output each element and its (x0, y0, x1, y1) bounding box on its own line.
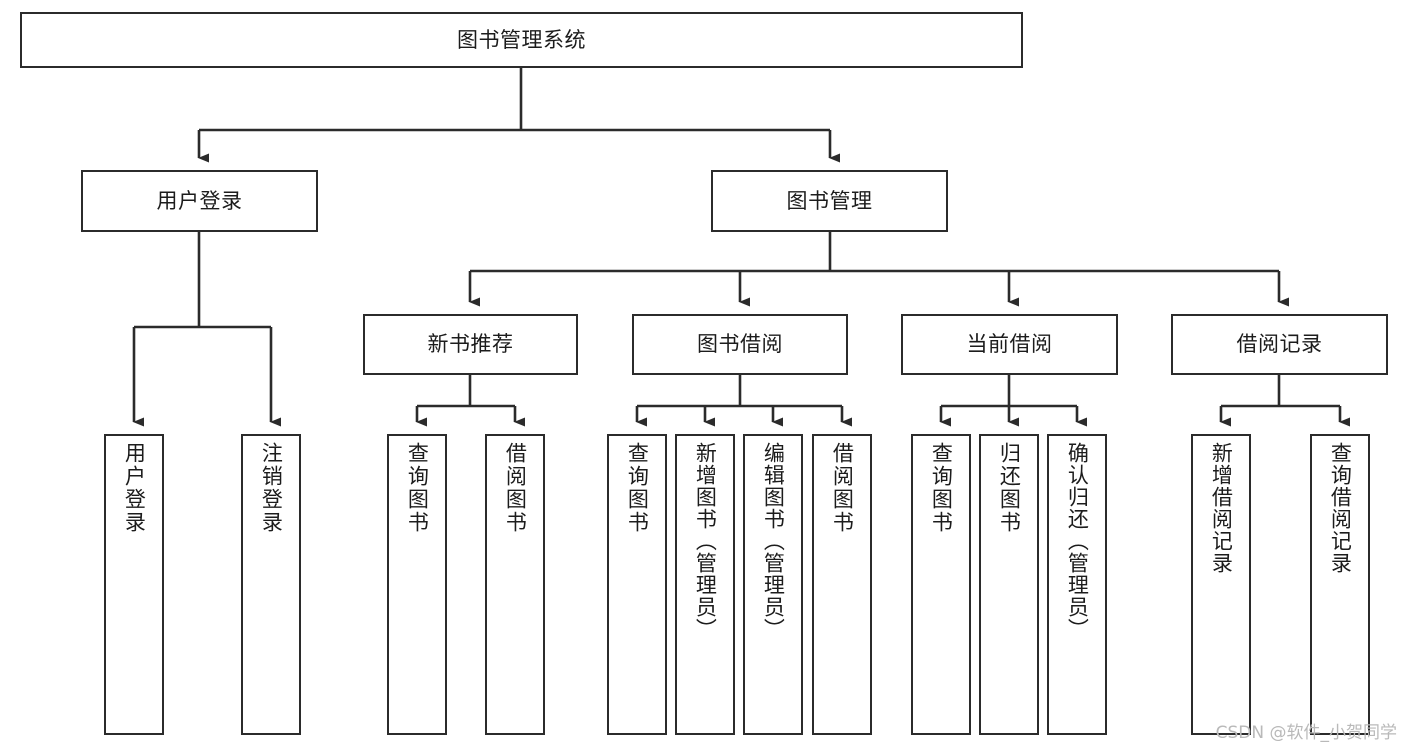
node-leaf-borrow-book-2-label: 借阅图书 (830, 442, 855, 534)
node-book-borrow-label: 图书借阅 (697, 332, 783, 357)
node-current-borrow[interactable]: 当前借阅 (901, 314, 1118, 375)
node-book-management[interactable]: 图书管理 (711, 170, 948, 232)
node-leaf-borrow-book-1-label: 借阅图书 (503, 442, 528, 534)
node-leaf-borrow-book-1[interactable]: 借阅图书 (485, 434, 545, 735)
node-leaf-return-book[interactable]: 归还图书 (979, 434, 1039, 735)
node-leaf-user-login[interactable]: 用户登录 (104, 434, 164, 735)
node-root-label: 图书管理系统 (457, 27, 586, 52)
node-leaf-confirm-return[interactable]: 确认归还（管理员） (1047, 434, 1107, 735)
node-leaf-query-book-2[interactable]: 查询图书 (607, 434, 667, 735)
node-leaf-confirm-return-label: 确认归还（管理员） (1065, 442, 1090, 640)
node-leaf-edit-book[interactable]: 编辑图书（管理员） (743, 434, 803, 735)
node-new-book-recommend[interactable]: 新书推荐 (363, 314, 578, 375)
node-leaf-logout-login-label: 注销登录 (259, 442, 284, 534)
node-leaf-add-book[interactable]: 新增图书（管理员） (675, 434, 735, 735)
node-leaf-borrow-book-2[interactable]: 借阅图书 (812, 434, 872, 735)
node-leaf-user-login-label: 用户登录 (122, 442, 147, 534)
node-leaf-return-book-label: 归还图书 (997, 442, 1022, 534)
node-user-login[interactable]: 用户登录 (81, 170, 318, 232)
node-borrow-record-label: 借阅记录 (1236, 332, 1323, 357)
node-leaf-add-record[interactable]: 新增借阅记录 (1191, 434, 1251, 735)
node-leaf-query-book-3-label: 查询图书 (929, 442, 954, 534)
node-current-borrow-label: 当前借阅 (966, 332, 1053, 357)
node-leaf-query-record-label: 查询借阅记录 (1328, 442, 1353, 574)
node-new-book-recommend-label: 新书推荐 (427, 332, 514, 357)
node-leaf-edit-book-label: 编辑图书（管理员） (761, 442, 786, 640)
node-user-login-label: 用户登录 (156, 188, 243, 213)
node-leaf-query-book-1[interactable]: 查询图书 (387, 434, 447, 735)
node-leaf-query-book-3[interactable]: 查询图书 (911, 434, 971, 735)
node-book-borrow[interactable]: 图书借阅 (632, 314, 848, 375)
node-leaf-query-book-2-label: 查询图书 (625, 442, 650, 534)
node-root[interactable]: 图书管理系统 (20, 12, 1023, 68)
node-leaf-logout-login[interactable]: 注销登录 (241, 434, 301, 735)
node-leaf-add-record-label: 新增借阅记录 (1209, 442, 1234, 574)
node-leaf-query-book-1-label: 查询图书 (405, 442, 430, 534)
node-borrow-record[interactable]: 借阅记录 (1171, 314, 1388, 375)
node-leaf-add-book-label: 新增图书（管理员） (693, 442, 718, 640)
node-book-management-label: 图书管理 (786, 188, 873, 213)
watermark-text: CSDN @软件_小贺同学 (1215, 723, 1397, 743)
node-leaf-query-record[interactable]: 查询借阅记录 (1310, 434, 1370, 735)
